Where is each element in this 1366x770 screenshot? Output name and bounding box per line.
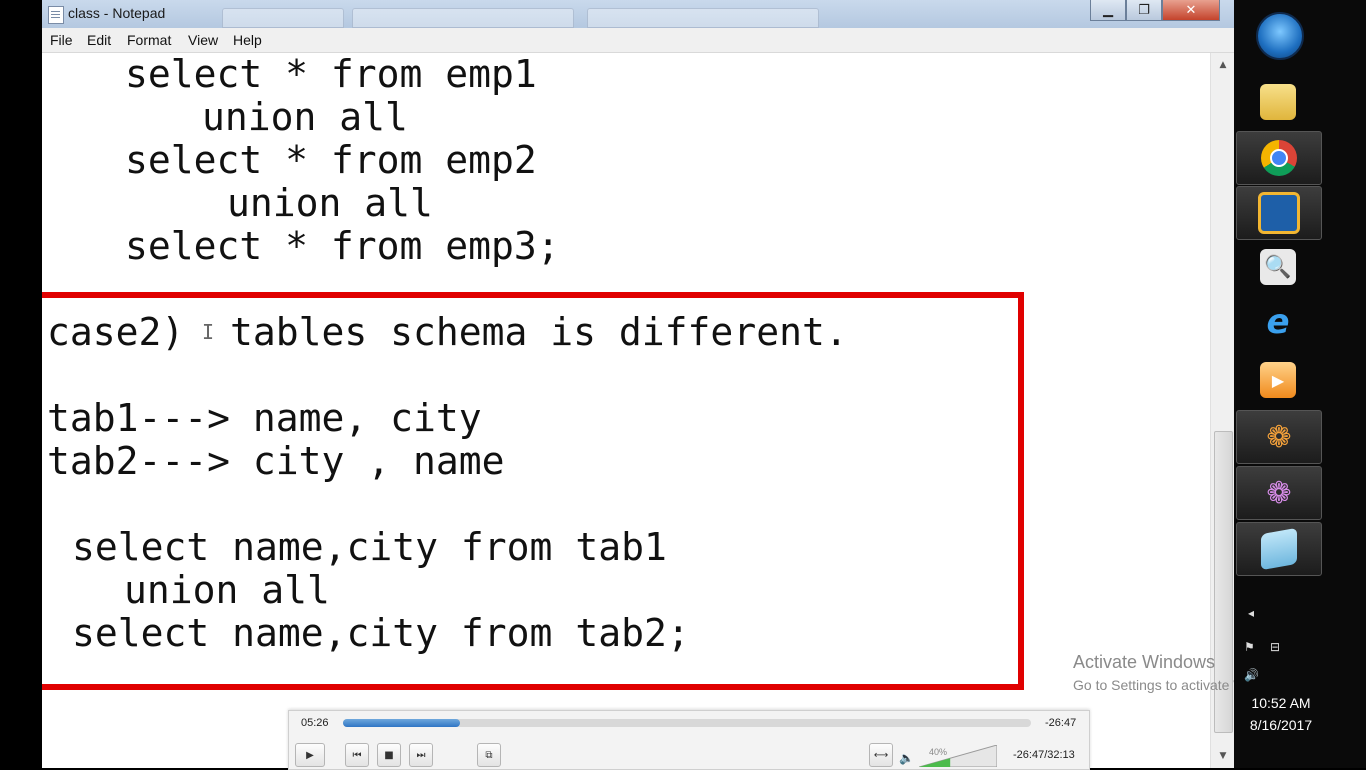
menu-bar: File Edit Format View Help	[42, 28, 1234, 53]
text-cursor-icon: I	[202, 320, 215, 344]
code-line: select name,city from tab1	[72, 525, 667, 569]
menu-file[interactable]: File	[50, 32, 73, 48]
scroll-down-arrow-icon[interactable]: ▼	[1219, 751, 1227, 761]
code-line: select * from emp2	[125, 138, 537, 182]
elapsed-time: 05:26	[301, 717, 329, 729]
background-window-ghost	[222, 8, 344, 28]
code-line: tab2---> city , name	[47, 439, 505, 483]
window-controls: ▁ ❐ ✕	[1090, 0, 1220, 21]
aspect-button[interactable]: ⟷	[869, 743, 893, 767]
seek-bar-progress	[343, 719, 460, 727]
stop-icon: ■	[384, 749, 394, 761]
action-center-flag-icon[interactable]: ⚑	[1244, 640, 1255, 654]
taskbar-virtualbox[interactable]	[1236, 186, 1322, 240]
chrome-icon	[1261, 140, 1297, 176]
seek-bar[interactable]	[343, 719, 1031, 727]
taskbar-folder[interactable]	[1236, 76, 1320, 128]
window-title: class - Notepad	[68, 5, 166, 21]
menu-edit[interactable]: Edit	[87, 32, 112, 48]
vertical-scrollbar[interactable]: ▲ ▼	[1210, 53, 1235, 768]
notepad-app-icon	[48, 6, 64, 24]
image-viewer-icon: 🔍	[1260, 249, 1296, 285]
text-editor-area[interactable]: select * from emp1 union all select * fr…	[42, 53, 1210, 768]
code-line: select * from emp1	[125, 53, 537, 96]
close-button[interactable]: ✕	[1162, 0, 1220, 21]
scroll-up-arrow-icon[interactable]: ▲	[1219, 60, 1227, 70]
minimize-icon: ▁	[1103, 2, 1113, 18]
taskbar-flower-app[interactable]: ❁	[1236, 410, 1322, 464]
time-total: -26:47/32:13	[1013, 749, 1075, 761]
remaining-time: -26:47	[1045, 717, 1077, 729]
volume-slider[interactable]: 40%	[919, 745, 997, 767]
play-icon: ▶	[306, 749, 314, 761]
previous-button[interactable]: ⏮	[345, 743, 369, 767]
background-window-ghost	[587, 8, 819, 28]
taskbar-notepad[interactable]	[1236, 522, 1322, 576]
start-orb-icon[interactable]	[1256, 12, 1304, 60]
maximize-button[interactable]: ❐	[1126, 0, 1162, 21]
menu-help[interactable]: Help	[233, 32, 262, 48]
code-line: union all	[124, 568, 330, 612]
menu-format[interactable]: Format	[127, 32, 172, 48]
red-highlight-box	[42, 292, 1024, 690]
scroll-thumb[interactable]	[1214, 431, 1233, 733]
code-line: select * from emp3;	[125, 224, 560, 268]
speaker-icon[interactable]: 🔈	[899, 751, 914, 765]
fullscreen-icon: ⧉	[485, 749, 493, 761]
next-icon: ⏭	[416, 749, 426, 761]
taskbar-image-viewer[interactable]: 🔍	[1236, 241, 1320, 293]
notepad-icon	[1261, 527, 1297, 571]
virtualbox-icon	[1258, 192, 1300, 234]
stop-button[interactable]: ■	[377, 743, 401, 767]
network-icon[interactable]: ⊟	[1270, 640, 1281, 654]
clock-time[interactable]: 10:52 AM	[1251, 695, 1311, 711]
flower-app-2-icon: ❁	[1266, 475, 1292, 511]
left-black-strip	[0, 0, 42, 768]
notepad-window: class - Notepad ▁ ❐ ✕ File Edit Format V…	[42, 0, 1235, 768]
close-icon: ✕	[1185, 2, 1197, 18]
code-line: case2)	[47, 310, 185, 354]
folder-icon	[1260, 84, 1296, 120]
next-button[interactable]: ⏭	[409, 743, 433, 767]
taskbar-internet-explorer[interactable]: e	[1236, 296, 1320, 348]
previous-icon: ⏮	[352, 749, 362, 761]
media-player-controls: 05:26 -26:47 ▶ ⏮ ■ ⏭ ⧉ ⟷ 🔈 40% -26:47/32…	[288, 710, 1090, 770]
code-line: union all	[202, 95, 408, 139]
volume-label: 40%	[929, 747, 947, 757]
maximize-icon: ❐	[1138, 2, 1150, 18]
play-button[interactable]: ▶	[295, 743, 325, 767]
fullscreen-button[interactable]: ⧉	[477, 743, 501, 767]
code-line: union all	[227, 181, 433, 225]
code-line: tab1---> name, city	[47, 396, 482, 440]
clock-date[interactable]: 8/16/2017	[1249, 717, 1313, 733]
internet-explorer-icon: e	[1266, 302, 1290, 342]
watermark-title: Activate Windows	[1073, 652, 1216, 672]
taskbar-media-player[interactable]: ▶	[1236, 354, 1320, 406]
show-hidden-icons-chevron-icon[interactable]: ◂	[1248, 606, 1255, 620]
title-bar[interactable]: class - Notepad ▁ ❐ ✕	[42, 0, 1234, 29]
menu-view[interactable]: View	[188, 32, 219, 48]
media-player-icon: ▶	[1260, 362, 1296, 398]
flower-app-icon: ❁	[1266, 419, 1292, 455]
taskbar-chrome[interactable]	[1236, 131, 1322, 185]
code-line: select name,city from tab2;	[72, 611, 690, 655]
background-window-ghost	[352, 8, 574, 28]
code-line: tables schema is different.	[230, 310, 848, 354]
aspect-ratio-icon: ⟷	[873, 749, 889, 761]
minimize-button[interactable]: ▁	[1090, 0, 1126, 21]
volume-tray-icon[interactable]: 🔊	[1244, 668, 1259, 682]
taskbar-flower-app-2[interactable]: ❁	[1236, 466, 1322, 520]
windows-taskbar: 🔍 e ▶ ❁ ❁ ◂ ⚑ ⊟ 🔊 10:52 AM 8/16/2017	[1234, 0, 1366, 768]
